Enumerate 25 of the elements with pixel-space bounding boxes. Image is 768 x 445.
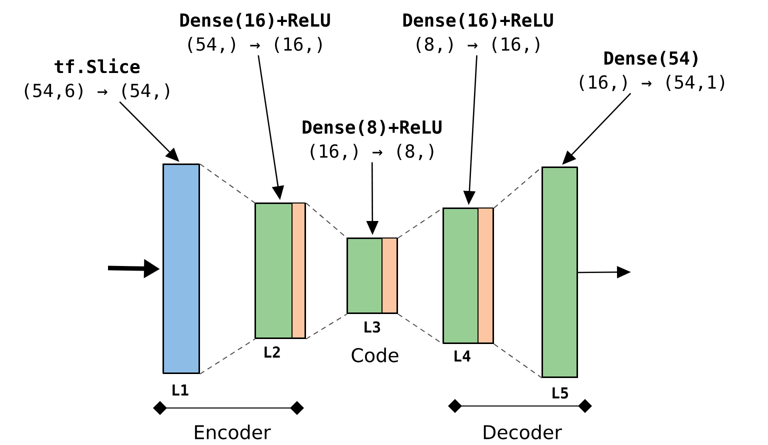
layer-bar (162, 164, 200, 374)
connector-line (398, 314, 444, 344)
annotation-text: Dense(16)+ReLU (8,) → (16,) (403, 12, 553, 54)
layer-bar (542, 166, 578, 378)
section-label: Code (352, 348, 398, 362)
connector-line (200, 338, 256, 374)
layer-bar (346, 238, 398, 314)
connector-line (398, 208, 444, 238)
annotation-text: Dense(8)+ReLU (16,) → (8,) (302, 120, 442, 160)
annotation-text: Dense(16)+ReLU (54,) → (16,) (180, 12, 330, 54)
connector-line (306, 314, 348, 340)
layer-label: L3 (364, 321, 380, 333)
section-label: Encoder (195, 424, 271, 440)
connector-line (494, 344, 542, 378)
layer-label: L2 (264, 346, 280, 358)
layer-label: L5 (552, 387, 568, 399)
annotation-text: tf.Slice (54,6) → (54,) (24, 58, 170, 100)
connector-line (494, 166, 542, 208)
section-label: Decoder (484, 424, 562, 440)
layer-label: L4 (454, 350, 470, 362)
connector-line (200, 164, 256, 204)
layer-bar (442, 208, 494, 344)
annotation-text: Dense(54) (16,) → (54,1) (580, 50, 724, 92)
layer-bar (254, 202, 306, 339)
layer-label: L1 (172, 384, 188, 396)
